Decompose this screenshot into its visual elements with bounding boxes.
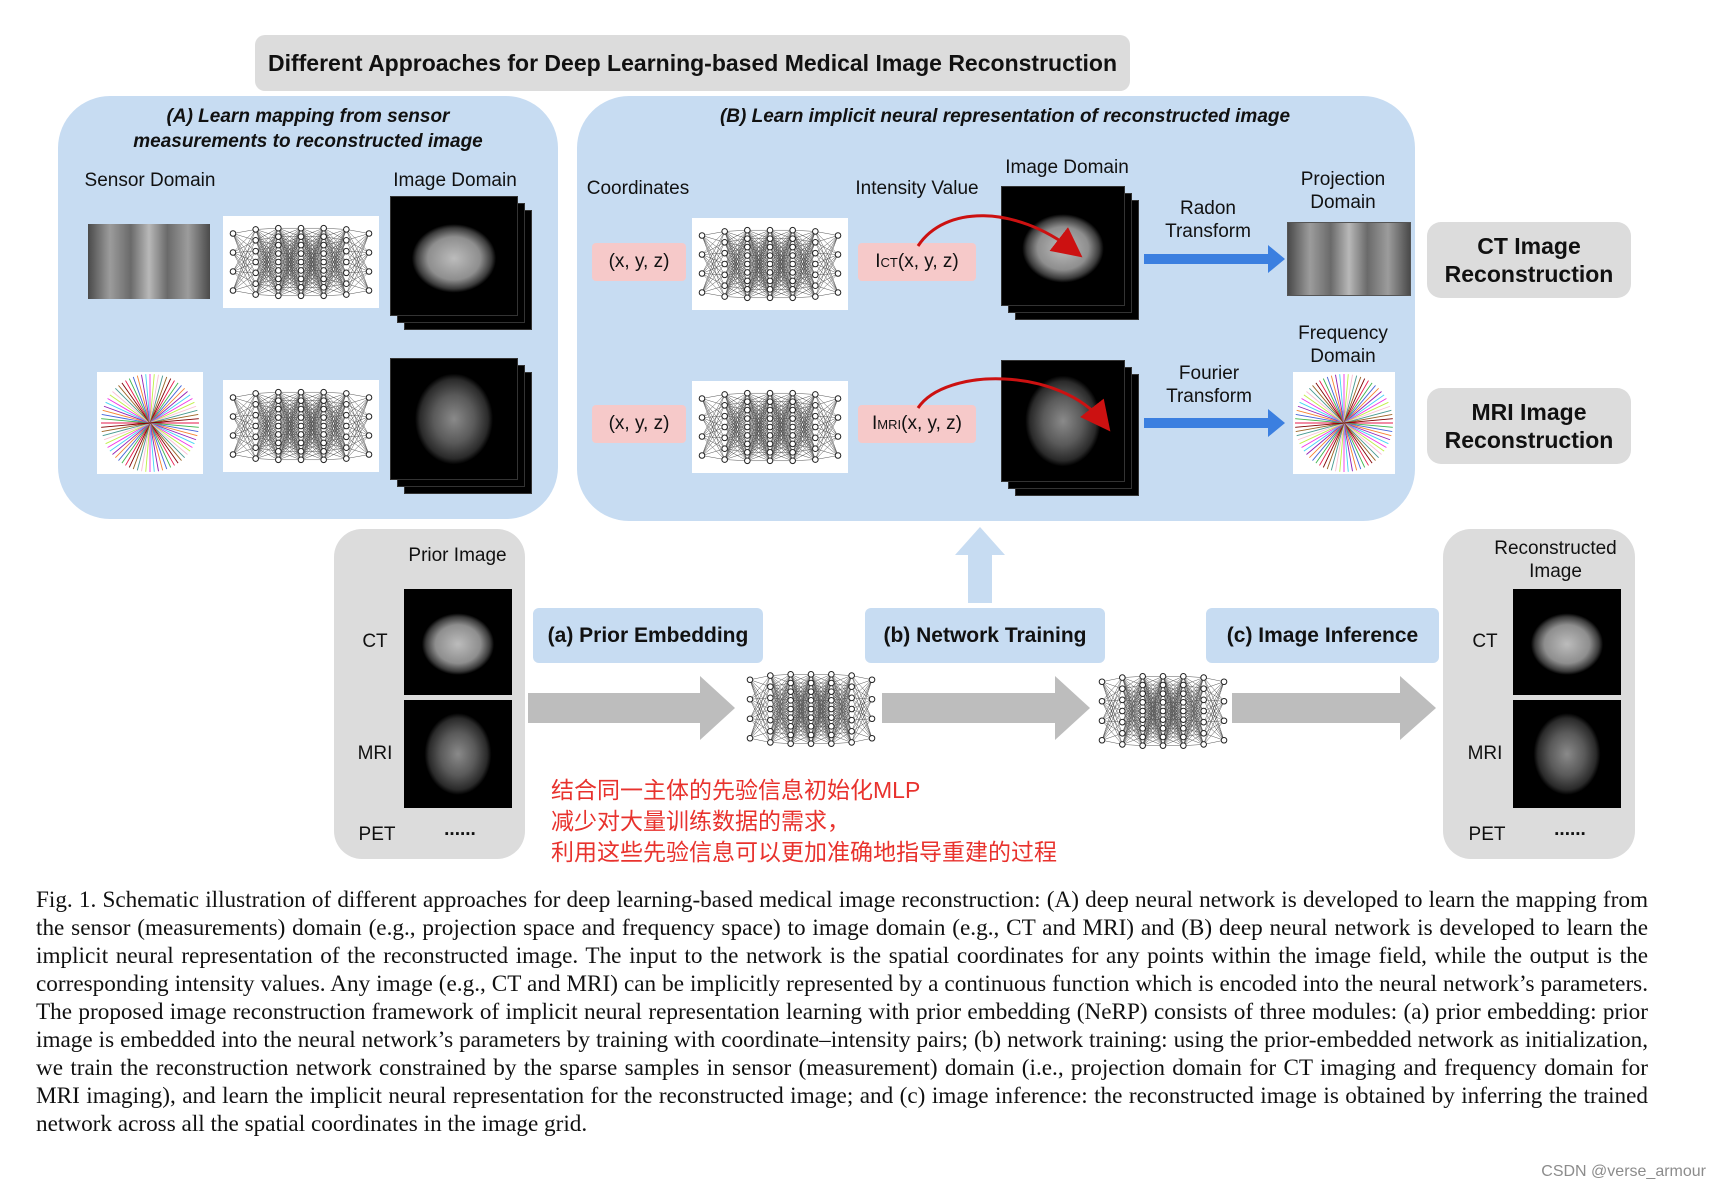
projection-line2: Domain: [1310, 192, 1376, 213]
prior-pet-label: PET: [358, 824, 396, 845]
radon-line2: Transform: [1165, 221, 1251, 242]
mri-box-line1: MRI Image: [1471, 399, 1587, 425]
recon-title-line1: Reconstructed: [1494, 538, 1617, 559]
recon-ellipsis: ......: [1554, 819, 1586, 840]
frequency-line1: Frequency: [1298, 323, 1388, 344]
prior-ct-image: [404, 589, 512, 695]
mri-image-a: [390, 358, 518, 480]
neural-network-a-bottom: [223, 380, 379, 472]
watermark: CSDN @verse_armour: [1541, 1163, 1706, 1180]
radon-transform-label: Radon Transform: [1148, 197, 1268, 243]
intensity-mri-sub: MRI: [877, 416, 902, 432]
intensity-ct-rest: (x, y, z): [897, 251, 959, 272]
annotation-line3: 利用这些先验信息可以更加准确地指导重建的过程: [551, 839, 1057, 865]
recon-ct-label: CT: [1472, 631, 1498, 652]
ct-box-line2: Reconstruction: [1444, 261, 1614, 287]
annotation-line1: 结合同一主体的先验信息初始化MLP: [551, 777, 921, 803]
frequency-line2: Domain: [1310, 346, 1376, 367]
blue-arrow-fourier: [1144, 409, 1285, 437]
ct-box-line1: CT Image: [1477, 233, 1581, 259]
recon-mri-label: MRI: [1467, 743, 1503, 764]
prior-ellipsis: ......: [444, 819, 476, 840]
gray-arrow-1: [528, 676, 735, 740]
coord-input-bottom: (x, y, z): [592, 405, 686, 443]
annotation-line2: 减少对大量训练数据的需求，: [551, 808, 850, 834]
sensor-kspace-image: [97, 372, 203, 474]
red-curved-arrow-mri: [916, 377, 1111, 432]
frequency-domain-label: Frequency Domain: [1278, 322, 1408, 368]
chinese-annotation: 结合同一主体的先验信息初始化MLP 减少对大量训练数据的需求， 利用这些先验信息…: [551, 775, 1171, 868]
radon-line1: Radon: [1180, 198, 1236, 219]
neural-network-b-bottom: [692, 381, 848, 473]
image-domain-label-b: Image Domain: [1005, 157, 1129, 178]
projection-image: [1287, 222, 1411, 296]
neural-network-lower-1: [740, 662, 882, 756]
intensity-mri-rest: (x, y, z): [901, 413, 962, 434]
gray-arrow-2: [882, 676, 1090, 740]
recon-mri-image: [1513, 700, 1621, 808]
prior-mri-image: [404, 700, 512, 808]
stage-network-training: (b) Network Training: [865, 608, 1105, 663]
intensity-ct-base: I: [875, 251, 881, 272]
figure-caption: Fig. 1. Schematic illustration of differ…: [36, 887, 1648, 1137]
projection-line1: Projection: [1300, 169, 1386, 190]
ct-image-a: [390, 196, 518, 316]
panel-a-title-line2: measurements to reconstructed image: [133, 131, 483, 152]
panel-b-title: (B) Learn implicit neural representation…: [719, 106, 1291, 127]
intensity-ct-sub: CT: [880, 254, 898, 270]
fourier-transform-label: Fourier Transform: [1148, 362, 1270, 408]
neural-network-b-top: [692, 218, 848, 310]
recon-title-line2: Image: [1529, 561, 1582, 582]
sensor-domain-label: Sensor Domain: [84, 170, 216, 191]
fourier-line1: Fourier: [1178, 363, 1240, 384]
recon-pet-label: PET: [1468, 824, 1506, 845]
red-curved-arrow-ct: [916, 214, 1083, 258]
sensor-projection-image: [88, 224, 210, 299]
reconstructed-image-title: Reconstructed Image: [1473, 537, 1638, 583]
intensity-value-label: Intensity Value: [855, 178, 979, 199]
intensity-mri-base: I: [872, 413, 878, 434]
stage-image-inference: (c) Image Inference: [1206, 608, 1439, 663]
fourier-line2: Transform: [1166, 386, 1252, 407]
projection-domain-label: Projection Domain: [1278, 168, 1408, 214]
neural-network-lower-2: [1092, 664, 1234, 758]
coordinates-label: Coordinates: [586, 178, 690, 199]
image-domain-label-a: Image Domain: [393, 170, 517, 191]
prior-image-title: Prior Image: [408, 545, 507, 566]
gray-arrow-3: [1232, 676, 1436, 740]
mri-box-line2: Reconstruction: [1444, 427, 1614, 453]
prior-ct-label: CT: [362, 631, 388, 652]
panel-a-title: (A) Learn mapping from sensor measuremen…: [88, 104, 528, 154]
diagram-title: Different Approaches for Deep Learning-b…: [255, 35, 1130, 91]
blue-arrow-radon: [1144, 245, 1285, 273]
prior-mri-label: MRI: [357, 743, 393, 764]
recon-ct-image: [1513, 589, 1621, 695]
up-arrow-to-panel-b: [955, 527, 1005, 603]
panel-a-title-line1: (A) Learn mapping from sensor: [166, 106, 450, 127]
neural-network-a-top: [223, 216, 379, 308]
frequency-kspace-image: [1293, 372, 1395, 474]
stage-prior-embedding: (a) Prior Embedding: [533, 608, 763, 663]
coord-input-top: (x, y, z): [592, 243, 686, 281]
